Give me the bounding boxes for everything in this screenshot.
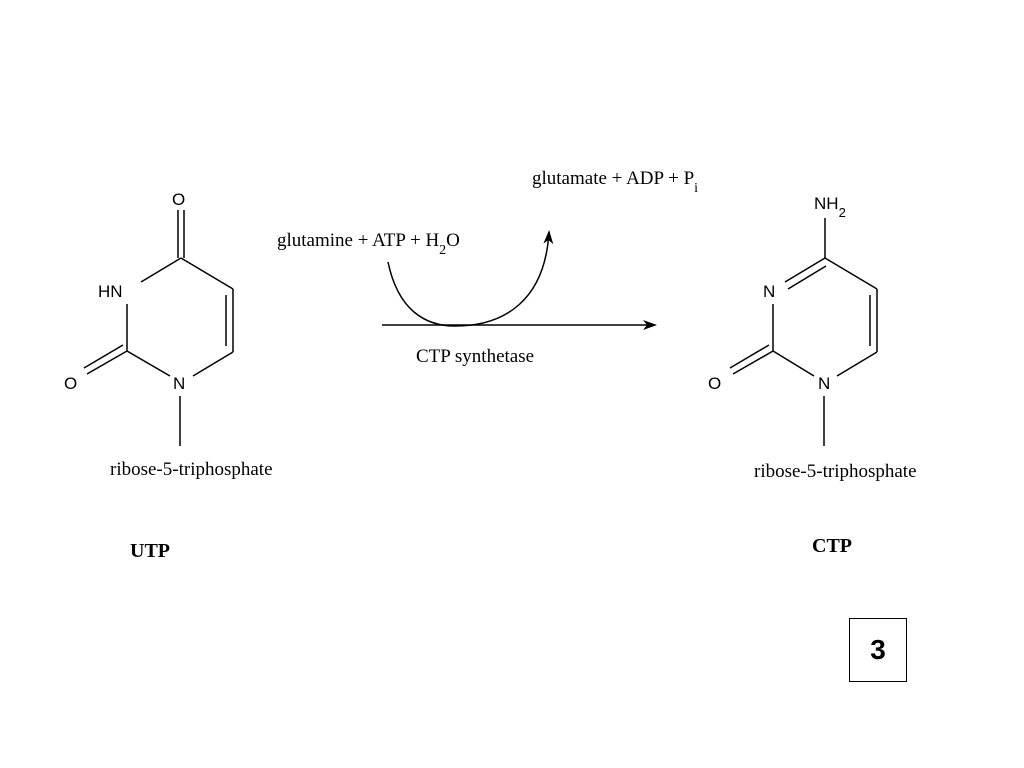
ctp-bond-n3-c4-2	[787, 265, 827, 290]
ctp-bond-n1-c2	[772, 350, 815, 377]
utp-bond-c2-o-2	[83, 344, 124, 369]
enzyme-label: CTP synthetase	[416, 346, 534, 367]
utp-name: UTP	[130, 540, 170, 562]
ctp-bond-c2-o-1	[732, 350, 774, 375]
ctp-bond-c6-n1	[836, 351, 878, 377]
ctp-bond-c4-c5	[824, 257, 878, 290]
utp-atom-n: N	[173, 374, 185, 393]
ctp-atom-n: N	[818, 374, 830, 393]
products-label: glutamate + ADP + Pi	[532, 168, 698, 196]
ctp-atom-n-ring: N	[763, 282, 775, 301]
utp-bond-c4-c5	[180, 257, 234, 290]
utp-structure	[83, 210, 234, 446]
ctp-atom-nh2: NH2	[814, 194, 846, 220]
cofactor-curved-arrow	[387, 230, 554, 327]
utp-atom-o-left: O	[64, 374, 77, 393]
ctp-name: CTP	[812, 535, 852, 557]
utp-atom-hn: HN	[98, 282, 123, 301]
utp-bond-n1-c2	[126, 350, 171, 377]
reaction-arrows	[382, 230, 657, 330]
reactants-label: glutamine + ATP + H2O	[277, 230, 460, 258]
utp-atom-o-top: O	[172, 190, 185, 209]
utp-bond-c6-n1	[192, 351, 234, 377]
ctp-substituent: ribose-5-triphosphate	[754, 461, 917, 482]
utp-substituent: ribose-5-triphosphate	[110, 459, 273, 480]
ctp-bond-n3-c4-1	[784, 257, 826, 283]
ctp-bond-c2-o-2	[729, 344, 770, 369]
utp-bond-c2-o-1	[86, 350, 128, 375]
utp-bond-n3-c4	[140, 257, 182, 283]
ctp-structure	[729, 218, 878, 446]
page-number-box: 3	[849, 618, 907, 682]
ctp-atom-o-left: O	[708, 374, 721, 393]
